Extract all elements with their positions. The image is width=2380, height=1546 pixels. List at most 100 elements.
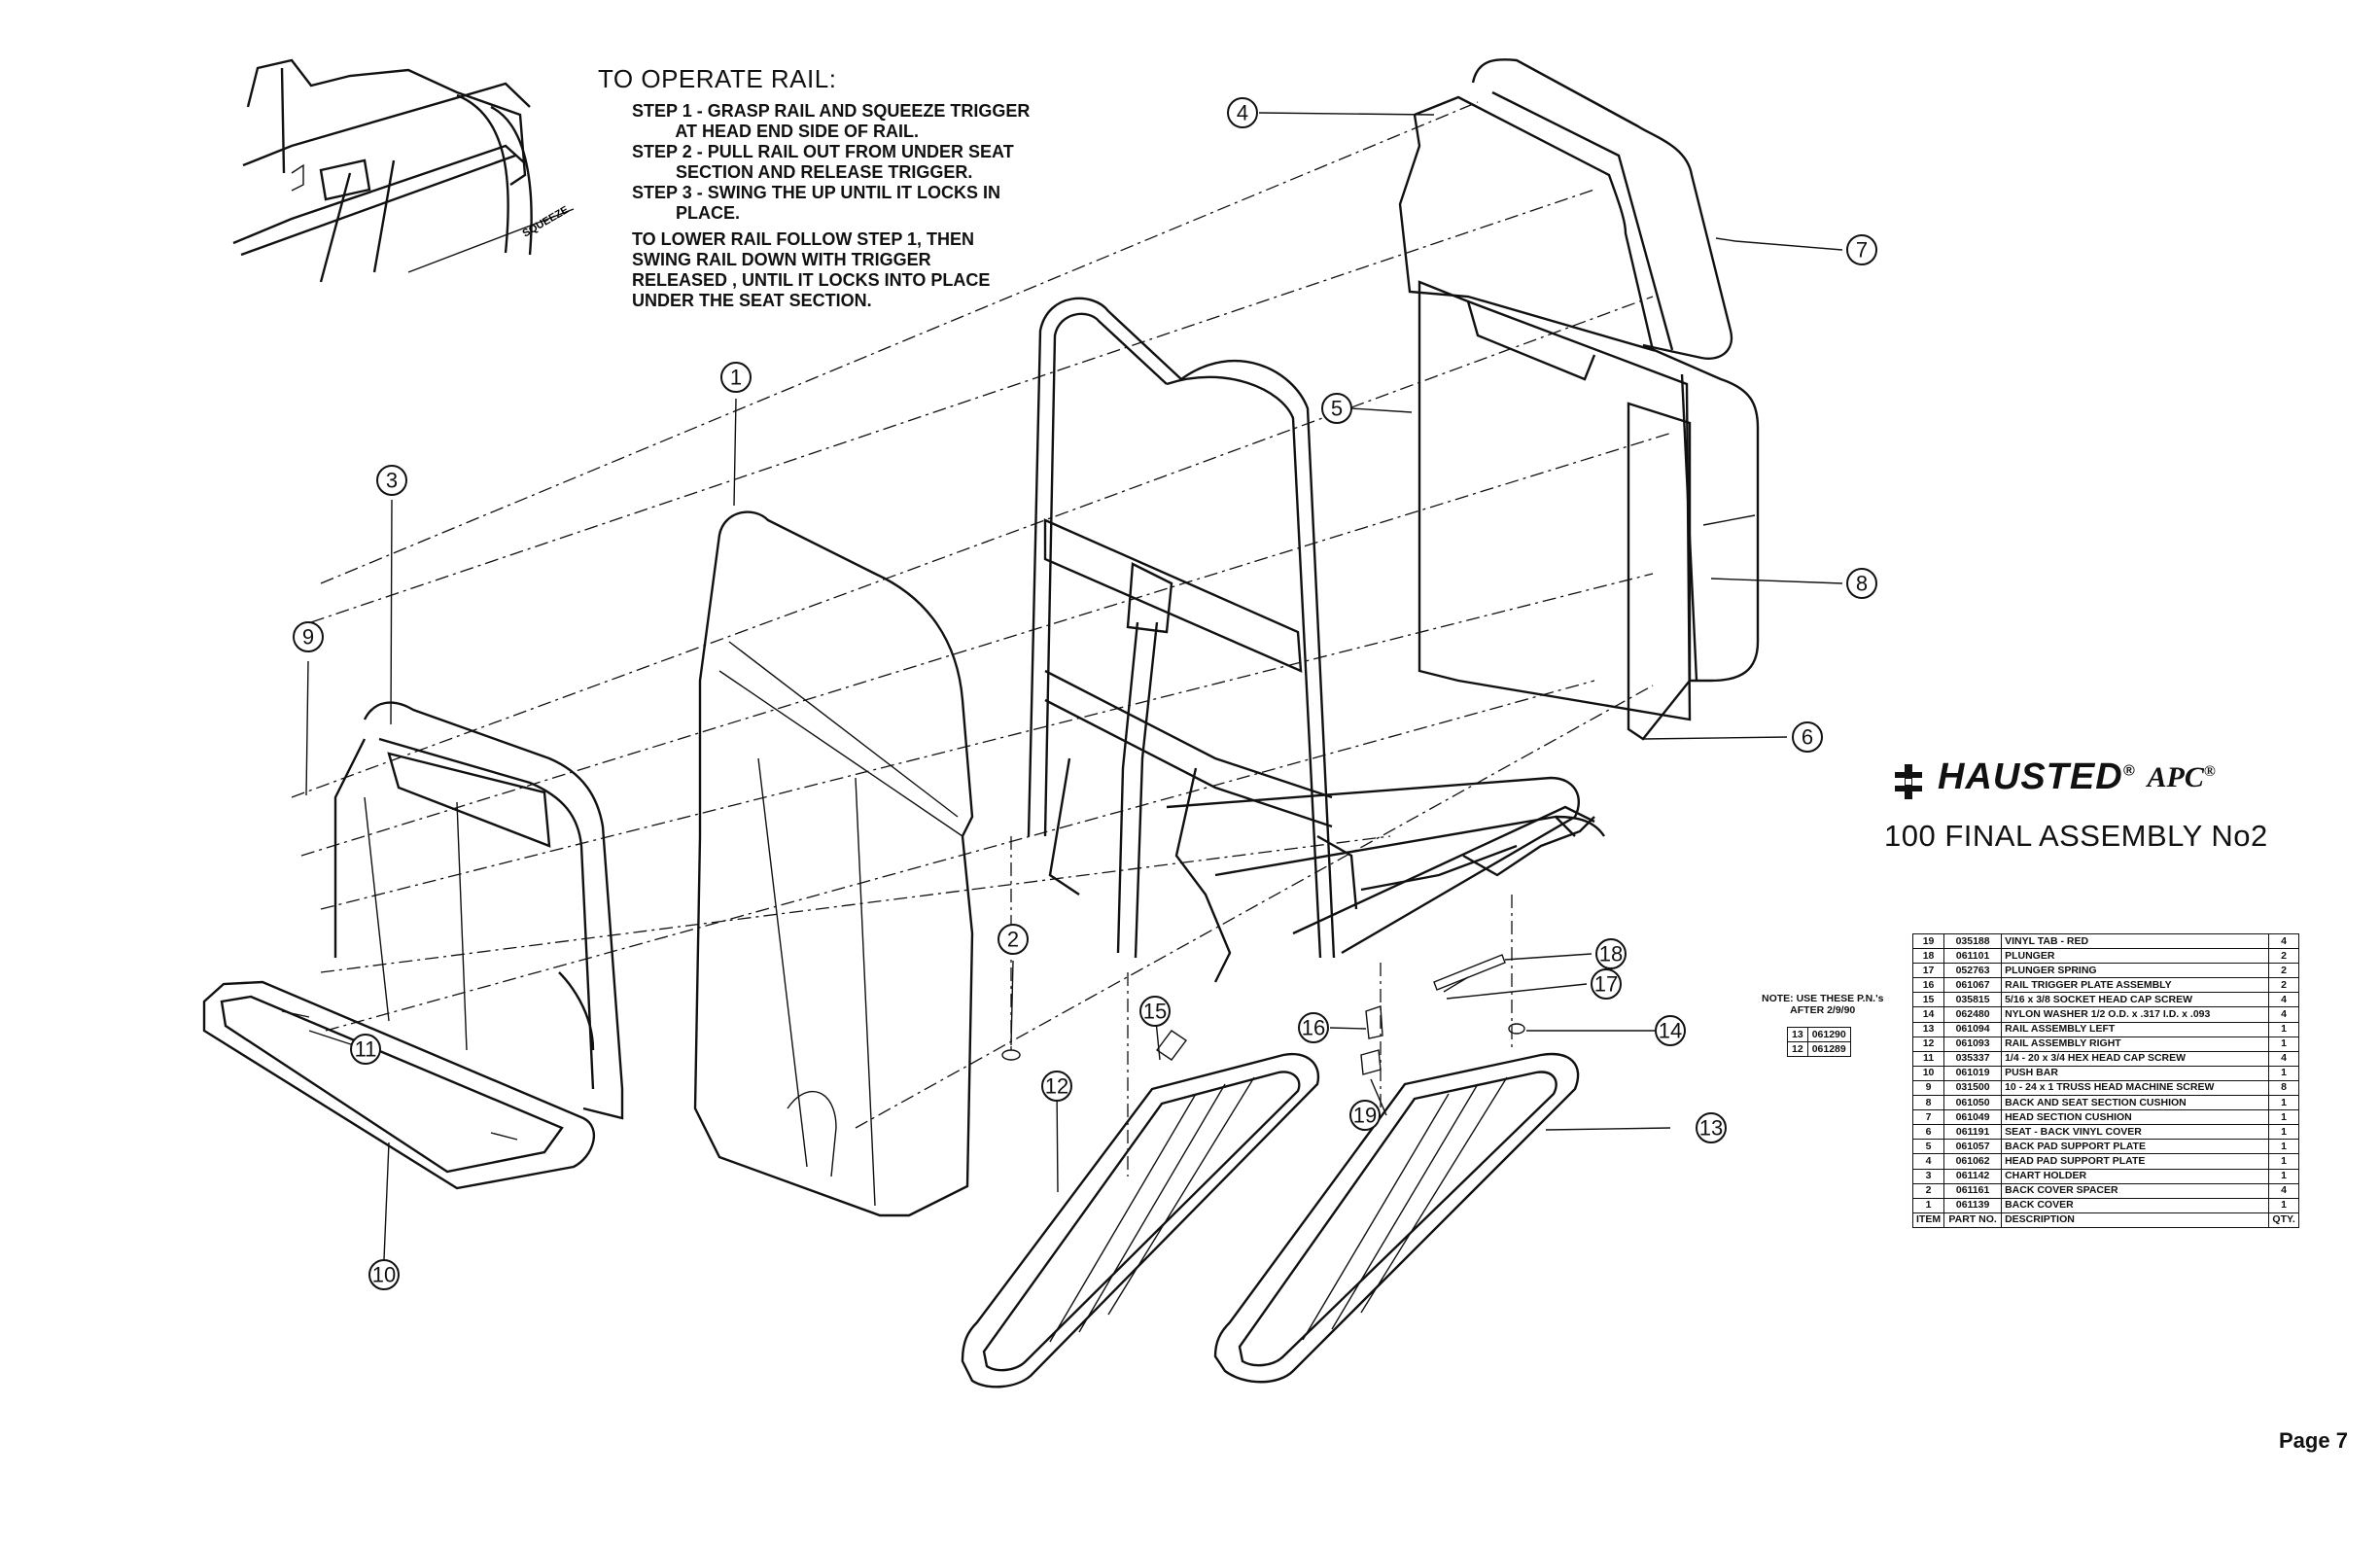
part-number-cell: 061101	[1943, 948, 2003, 965]
header-description: DESCRIPTION	[2001, 1212, 2270, 1228]
callout-17-number: 17	[1594, 972, 1618, 997]
part-number-cell: 061067	[1943, 977, 2003, 994]
instructions-title: TO OPERATE RAIL:	[598, 64, 837, 93]
part-number-cell: 061019	[1943, 1065, 2003, 1081]
hausted-logo-icon	[1895, 764, 1922, 799]
item-cell: 6	[1911, 1124, 1945, 1141]
callout-5-number: 5	[1331, 397, 1343, 421]
item-cell: 15	[1911, 992, 1945, 1008]
description-cell: PUSH BAR	[2001, 1065, 2270, 1081]
quantity-cell: 1	[2268, 1168, 2300, 1184]
callout-6: 6	[1792, 721, 1823, 753]
description-cell: RAIL ASSEMBLY LEFT	[2001, 1021, 2270, 1037]
quantity-cell: 1	[2268, 1021, 2300, 1037]
description-cell: CHART HOLDER	[2001, 1168, 2270, 1184]
description-cell: BACK COVER SPACER	[2001, 1182, 2270, 1199]
description-cell: 1/4 - 20 x 3/4 HEX HEAD CAP SCREW	[2001, 1050, 2270, 1067]
item-cell: 10	[1911, 1065, 1945, 1081]
description-cell: 5/16 x 3/8 SOCKET HEAD CAP SCREW	[2001, 992, 2270, 1008]
inset-squeeze-label: SQUEEZE	[521, 204, 572, 240]
callout-3: 3	[376, 465, 407, 496]
description-cell: 10 - 24 x 1 TRUSS HEAD MACHINE SCREW	[2001, 1079, 2270, 1097]
description-cell: PLUNGER	[2001, 948, 2270, 965]
instructions-lower-rail: TO LOWER RAIL FOLLOW STEP 1, THEN SWING …	[632, 229, 990, 311]
chart-holder	[333, 701, 624, 1120]
instruction-step-line: STEP 1 - GRASP RAIL AND SQUEEZE TRIGGER	[632, 101, 1031, 121]
callout-9: 9	[293, 621, 324, 652]
callout-19: 19	[1349, 1100, 1381, 1131]
part-number-cell: 061050	[1943, 1095, 2003, 1111]
note-line: AFTER 2/9/90	[1790, 1004, 1856, 1016]
callout-9-number: 9	[302, 625, 314, 650]
instructions-steps: STEP 1 - GRASP RAIL AND SQUEEZE TRIGGER …	[632, 101, 1030, 224]
page-number: Page 7	[2279, 1428, 2348, 1453]
note-item-cell: 12	[1787, 1041, 1808, 1057]
brand-sub: APC®	[2147, 760, 2216, 793]
head-pad-support-plate	[1398, 95, 1655, 352]
head-section-cushion	[1471, 58, 1733, 360]
item-cell: 16	[1911, 977, 1945, 994]
rail-trigger-inset: SQUEEZE	[232, 58, 575, 283]
seat-back-vinyl-cover	[1627, 402, 1692, 741]
header-quantity: QTY.	[2268, 1212, 2300, 1228]
item-cell: 18	[1911, 948, 1945, 965]
part-number-cell: 062480	[1943, 1006, 2003, 1023]
part-number-cell: 061139	[1943, 1197, 2003, 1213]
item-cell: 8	[1911, 1095, 1945, 1111]
callout-1: 1	[720, 362, 752, 393]
header-item: ITEM	[1911, 1212, 1945, 1228]
description-cell: BACK COVER	[2001, 1197, 2270, 1213]
instruction-lower-line: UNDER THE SEAT SECTION.	[632, 291, 872, 310]
callout-18: 18	[1595, 938, 1627, 969]
quantity-cell: 4	[2268, 992, 2300, 1008]
quantity-cell: 1	[2268, 1124, 2300, 1141]
callout-5: 5	[1321, 393, 1352, 424]
callout-4: 4	[1227, 97, 1258, 128]
callout-13: 13	[1696, 1112, 1727, 1143]
quantity-cell: 2	[2268, 977, 2300, 994]
back-pad-support-plate	[1418, 280, 1692, 721]
quantity-cell: 1	[2268, 1153, 2300, 1170]
description-cell: RAIL ASSEMBLY RIGHT	[2001, 1036, 2270, 1052]
item-cell: 14	[1911, 1006, 1945, 1023]
item-cell: 2	[1911, 1182, 1945, 1199]
callout-12-number: 12	[1045, 1074, 1068, 1099]
callout-16: 16	[1298, 1012, 1329, 1043]
header-part-number: PART NO.	[1943, 1212, 2003, 1228]
part-number-cell: 031500	[1943, 1079, 2003, 1097]
quantity-cell: 2	[2268, 963, 2300, 979]
quantity-cell: 4	[2268, 1006, 2300, 1023]
item-cell: 17	[1911, 963, 1945, 979]
callout-2-number: 2	[1007, 928, 1019, 952]
callout-8-number: 8	[1856, 572, 1868, 596]
callout-17: 17	[1591, 968, 1622, 1000]
callout-18-number: 18	[1599, 942, 1623, 966]
quantity-cell: 1	[2268, 1197, 2300, 1213]
item-cell: 7	[1911, 1109, 1945, 1126]
item-cell: 13	[1911, 1021, 1945, 1037]
description-cell: VINYL TAB - RED	[2001, 932, 2270, 950]
rail-assembly-right	[961, 1052, 1320, 1388]
instruction-step-line: AT HEAD END SIDE OF RAIL.	[632, 122, 920, 141]
instruction-step-line: PLACE.	[632, 203, 741, 223]
description-cell: BACK AND SEAT SECTION CUSHION	[2001, 1095, 2270, 1111]
item-cell: 12	[1911, 1036, 1945, 1052]
quantity-cell: 4	[2268, 1050, 2300, 1067]
callout-11: 11	[350, 1034, 381, 1065]
callout-13-number: 13	[1699, 1116, 1723, 1141]
part-number-cell: 061161	[1943, 1182, 2003, 1199]
